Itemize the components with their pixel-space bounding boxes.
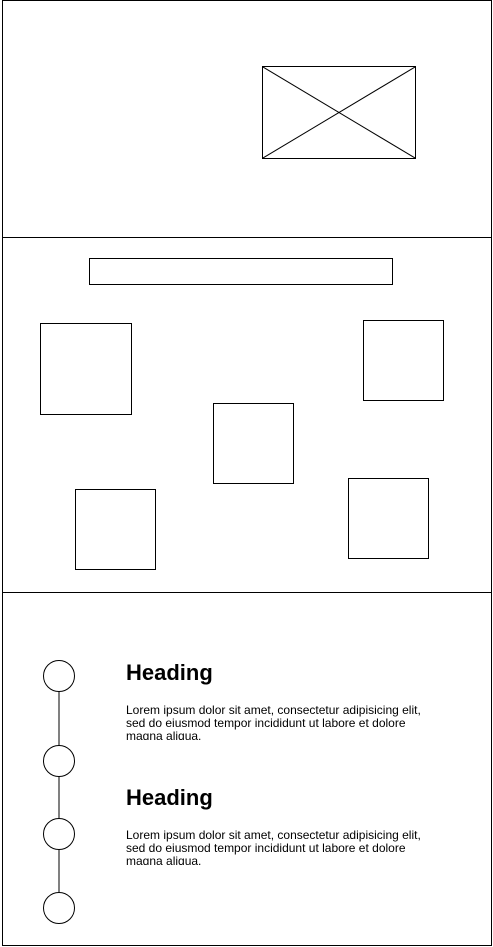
gallery-box-1[interactable] bbox=[40, 323, 132, 415]
gallery-box-3[interactable] bbox=[213, 403, 294, 484]
timeline-heading-2: Heading bbox=[126, 785, 213, 810]
timeline-text-1: Lorem ipsum dolor sit amet, consectetur … bbox=[126, 704, 421, 740]
timeline-section bbox=[2, 592, 492, 946]
gallery-box-5[interactable] bbox=[348, 478, 429, 559]
image-placeholder-icon bbox=[263, 67, 415, 158]
hero-section bbox=[2, 0, 492, 238]
timeline-text-2: Lorem ipsum dolor sit amet, consectetur … bbox=[126, 829, 421, 865]
timeline-heading-1: Heading bbox=[126, 660, 213, 685]
image-placeholder bbox=[262, 66, 416, 159]
search-bar[interactable] bbox=[89, 258, 393, 285]
gallery-box-2[interactable] bbox=[363, 320, 444, 401]
gallery-box-4[interactable] bbox=[75, 489, 156, 570]
